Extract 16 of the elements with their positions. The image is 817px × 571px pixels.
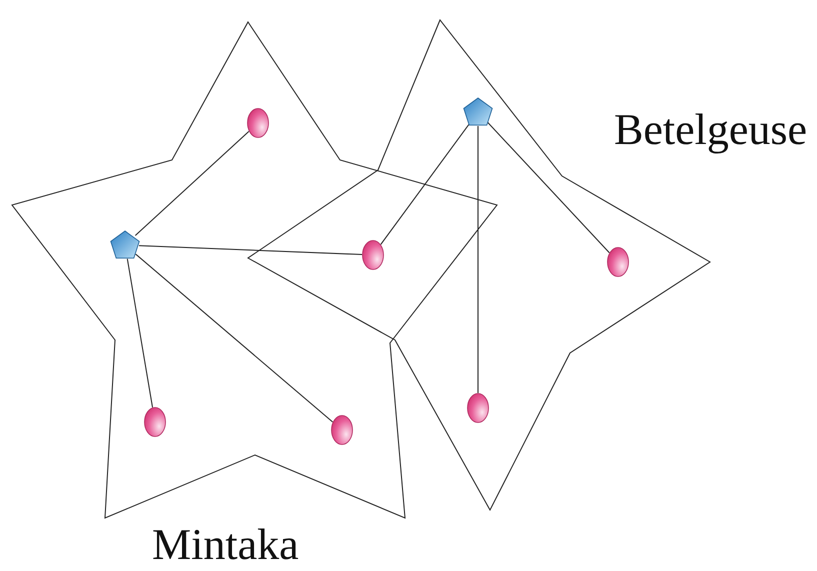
pentagon-marker (109, 229, 141, 261)
dot-marker (362, 240, 384, 270)
connector-line (380, 122, 470, 245)
dot-marker (607, 247, 629, 277)
star-label: Mintaka (152, 523, 299, 567)
dot-marker (247, 108, 269, 138)
star-label: Betelgeuse (614, 108, 808, 152)
connector-line (126, 258, 154, 408)
pentagon-marker (462, 96, 494, 128)
dot-marker (331, 415, 353, 445)
connector-line (134, 130, 250, 236)
connector-line (135, 254, 334, 423)
dot-marker (467, 393, 489, 423)
connector-line (138, 245, 362, 256)
connector-line (487, 122, 610, 254)
dot-marker (144, 407, 166, 437)
